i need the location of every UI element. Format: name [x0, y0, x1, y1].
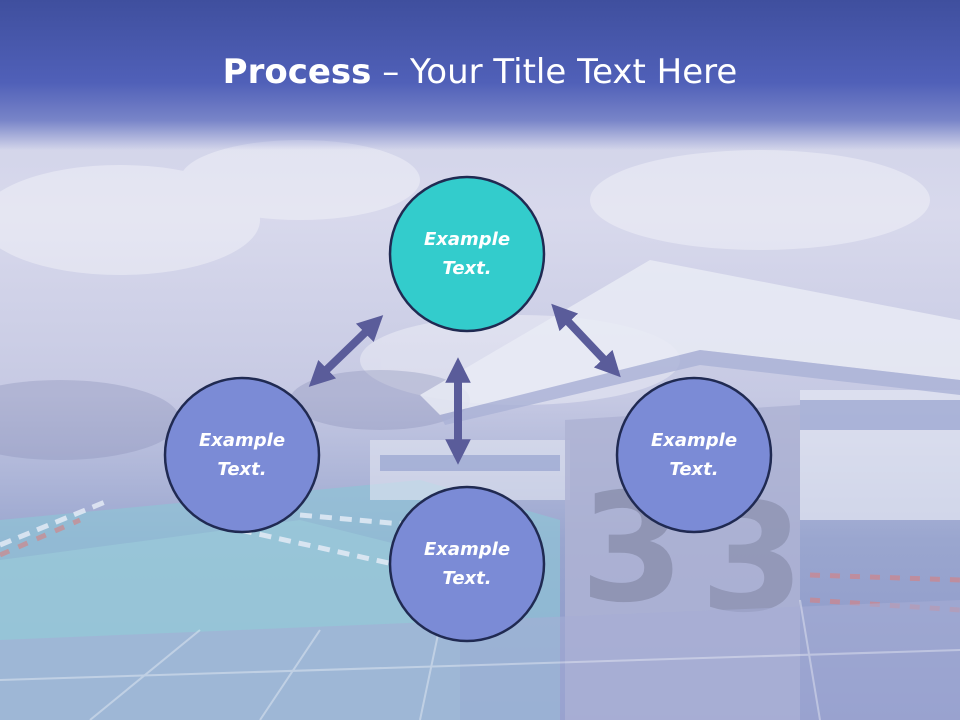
title-dash: –: [382, 52, 400, 92]
node-left-line2: Text.: [217, 459, 267, 480]
page-title: Process – Your Title Text Here: [0, 52, 960, 92]
node-right-circle: [615, 376, 773, 534]
arrow-top-right: [551, 303, 621, 378]
title-bold: Process: [222, 52, 372, 92]
node-right-line1: Example: [650, 430, 738, 451]
node-bottom-line2: Text.: [442, 568, 492, 589]
node-top-line1: Example: [423, 229, 511, 250]
node-right-line2: Text.: [669, 459, 719, 480]
arrow-top-left: [308, 315, 384, 387]
title-rest: Your Title Text Here: [410, 52, 738, 92]
node-top-line2: Text.: [442, 258, 492, 279]
node-bottom-label: Example Text.: [392, 535, 542, 593]
node-bottom-line1: Example: [423, 539, 511, 560]
node-bottom-circle: [388, 485, 546, 643]
title-bar: [0, 0, 960, 150]
node-right-label: Example Text.: [619, 426, 769, 484]
node-top-circle: [388, 175, 546, 333]
node-left-circle: [163, 376, 321, 534]
node-left-label: Example Text.: [167, 426, 317, 484]
node-top-label: Example Text.: [392, 225, 542, 283]
node-left-line1: Example: [198, 430, 286, 451]
